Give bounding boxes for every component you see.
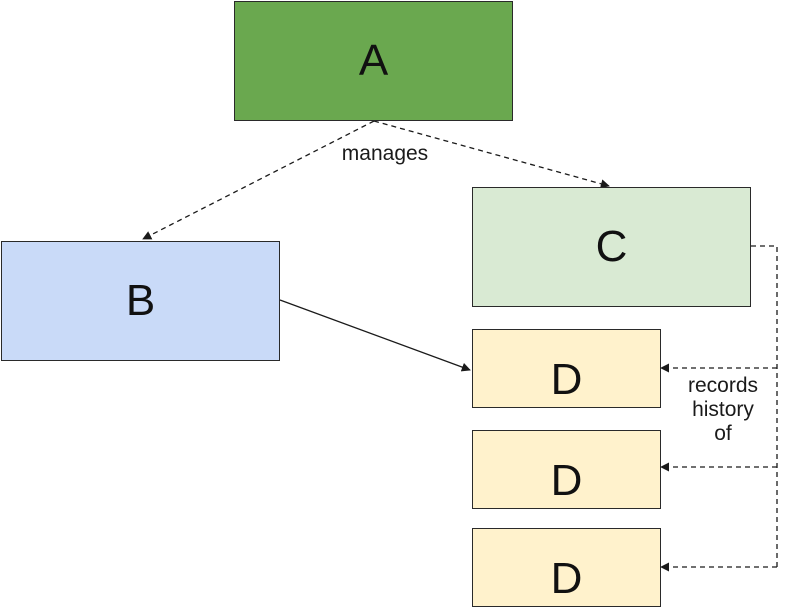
node-b: B bbox=[1, 241, 280, 361]
node-d-third-label: D bbox=[550, 553, 583, 603]
node-a: A bbox=[234, 1, 513, 121]
node-b-label: B bbox=[125, 276, 156, 325]
edge-a-to-b bbox=[142, 120, 375, 240]
edge-b-to-d bbox=[279, 299, 471, 372]
node-d-first-label: D bbox=[550, 354, 583, 404]
edge-label-manages: manages bbox=[341, 142, 429, 165]
node-d-second: D bbox=[472, 430, 661, 509]
node-a-label: A bbox=[358, 36, 389, 85]
node-c-label: C bbox=[595, 222, 628, 271]
edge-a-to-c bbox=[373, 120, 610, 189]
node-d-third: D bbox=[472, 528, 661, 607]
node-d-second-label: D bbox=[550, 455, 583, 505]
edge-label-records-history-of: records history of bbox=[687, 374, 759, 445]
node-c: C bbox=[472, 187, 751, 307]
node-d-first: D bbox=[472, 329, 661, 408]
